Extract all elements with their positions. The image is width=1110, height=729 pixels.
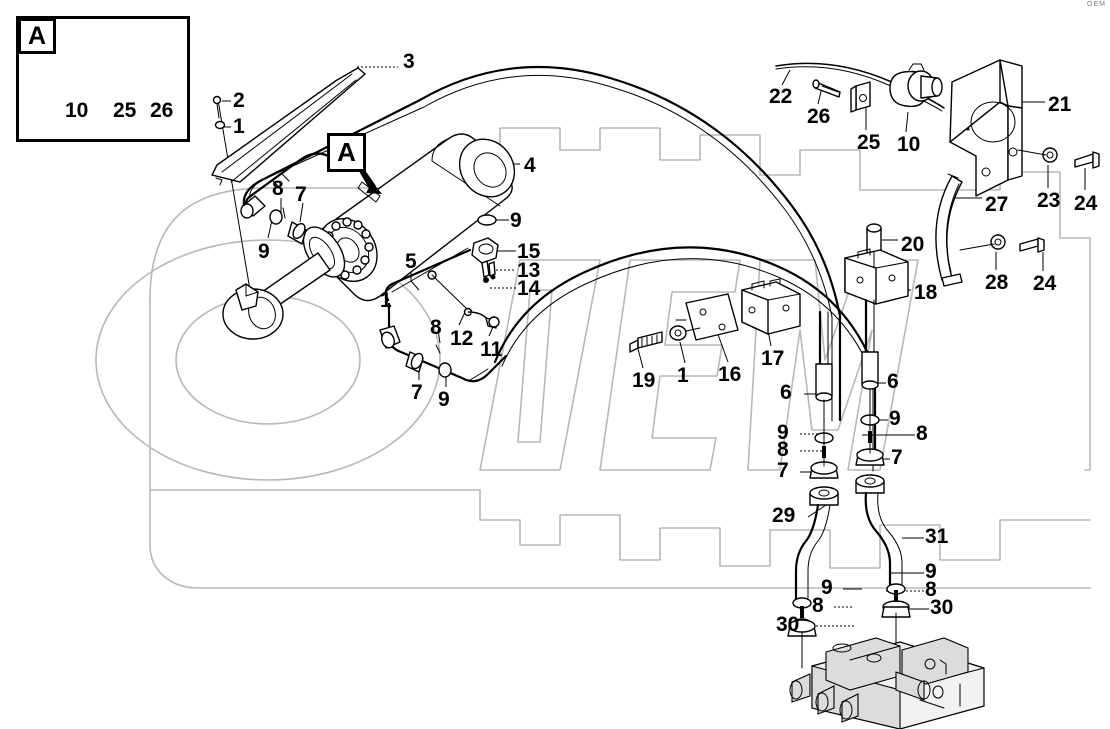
callout-28: 28 xyxy=(985,271,1009,294)
callout-11: 11 xyxy=(480,338,503,361)
bracket-25-right xyxy=(850,81,871,113)
callout-16: 16 xyxy=(718,363,742,386)
washer-28-bolt-24b xyxy=(959,234,1045,253)
callout-1a: 1 xyxy=(233,115,245,138)
bolt-19-washer-1 xyxy=(629,325,701,353)
callout-30a: 30 xyxy=(930,596,954,619)
long-hose-arcs xyxy=(242,66,877,472)
cable-22 xyxy=(775,62,945,112)
callout-6b: 6 xyxy=(887,370,899,393)
guard-rail-part xyxy=(211,67,366,186)
callout-30b: 30 xyxy=(776,613,800,636)
callout-21: 21 xyxy=(1048,93,1072,116)
callout-25b: 25 xyxy=(857,131,881,154)
callout-6a: 6 xyxy=(780,381,792,404)
control-valve-block xyxy=(789,637,985,729)
callout-24a: 24 xyxy=(1074,192,1098,215)
callout-9c: 9 xyxy=(438,388,450,411)
callout-5: 5 xyxy=(405,250,417,273)
callout-8a: 8 xyxy=(272,177,284,200)
inset-callout-26: 26 xyxy=(150,99,174,122)
callout-8b: 8 xyxy=(430,316,442,339)
valve-10-right xyxy=(889,63,943,108)
callout-1c: 1 xyxy=(677,364,689,387)
callout-7a: 7 xyxy=(295,183,307,206)
callout-4: 4 xyxy=(524,154,536,177)
curved-guard-27 xyxy=(935,173,963,287)
callout-9b: 9 xyxy=(510,209,522,232)
callout-26b: 26 xyxy=(807,105,831,128)
hose-left-upper xyxy=(240,152,334,245)
callout-31: 31 xyxy=(925,525,949,548)
callout-13: 13 xyxy=(517,259,541,282)
oring-9a xyxy=(477,214,497,226)
callout-22: 22 xyxy=(769,85,793,108)
callout-23: 23 xyxy=(1037,189,1061,212)
hose-left-lower xyxy=(379,302,508,383)
hydraulic-cylinder xyxy=(222,133,516,340)
callout-3: 3 xyxy=(403,50,415,73)
callout-8c: 8 xyxy=(916,422,928,445)
callout-18: 18 xyxy=(914,281,938,304)
callout-27: 27 xyxy=(985,193,1009,216)
callout-2: 2 xyxy=(233,89,245,112)
callout-8d: 8 xyxy=(777,438,789,461)
inset-callout-10: 10 xyxy=(65,99,89,122)
callout-8f: 8 xyxy=(812,594,824,617)
callout-9e: 9 xyxy=(777,421,789,444)
callout-12: 12 xyxy=(450,327,474,350)
callout-20: 20 xyxy=(901,233,925,256)
clamp-block-18 xyxy=(844,248,909,305)
callout-29: 29 xyxy=(772,504,796,527)
elbow-fitting-15 xyxy=(471,237,499,283)
linkage-rod xyxy=(384,247,500,329)
callout-8e: 8 xyxy=(925,578,937,601)
callout-19: 19 xyxy=(632,369,656,392)
callout-14: 14 xyxy=(517,277,541,300)
hose-29-31 xyxy=(787,491,911,669)
bracket-21 xyxy=(949,59,1023,197)
callout-15: 15 xyxy=(517,240,541,263)
callout-7c: 7 xyxy=(777,459,789,482)
bolt-washer-top-left xyxy=(212,95,226,130)
detail-a-marker: A xyxy=(327,133,366,172)
inset-callout-25: 25 xyxy=(113,99,137,122)
washer-23-bolt-24 xyxy=(1017,147,1100,169)
callout-9g: 9 xyxy=(821,576,833,599)
clamp-block-17 xyxy=(741,278,801,335)
callout-7d: 7 xyxy=(891,446,903,469)
callout-17: 17 xyxy=(761,347,785,370)
watermark-silhouette xyxy=(95,127,1091,589)
callout-7b: 7 xyxy=(411,381,423,404)
corner-watermark: OEM xyxy=(1087,1,1106,8)
vertical-hose-pair xyxy=(809,298,885,506)
callout-1b: 1 xyxy=(380,289,392,312)
callout-24b: 24 xyxy=(1033,272,1057,295)
callout-9a: 9 xyxy=(258,240,270,263)
callout-9f: 9 xyxy=(925,560,937,583)
callout-9d: 9 xyxy=(889,407,901,430)
bolt-26-right xyxy=(812,79,841,98)
callout-10b: 10 xyxy=(897,133,921,156)
detail-a-letter-box: A xyxy=(18,18,56,54)
